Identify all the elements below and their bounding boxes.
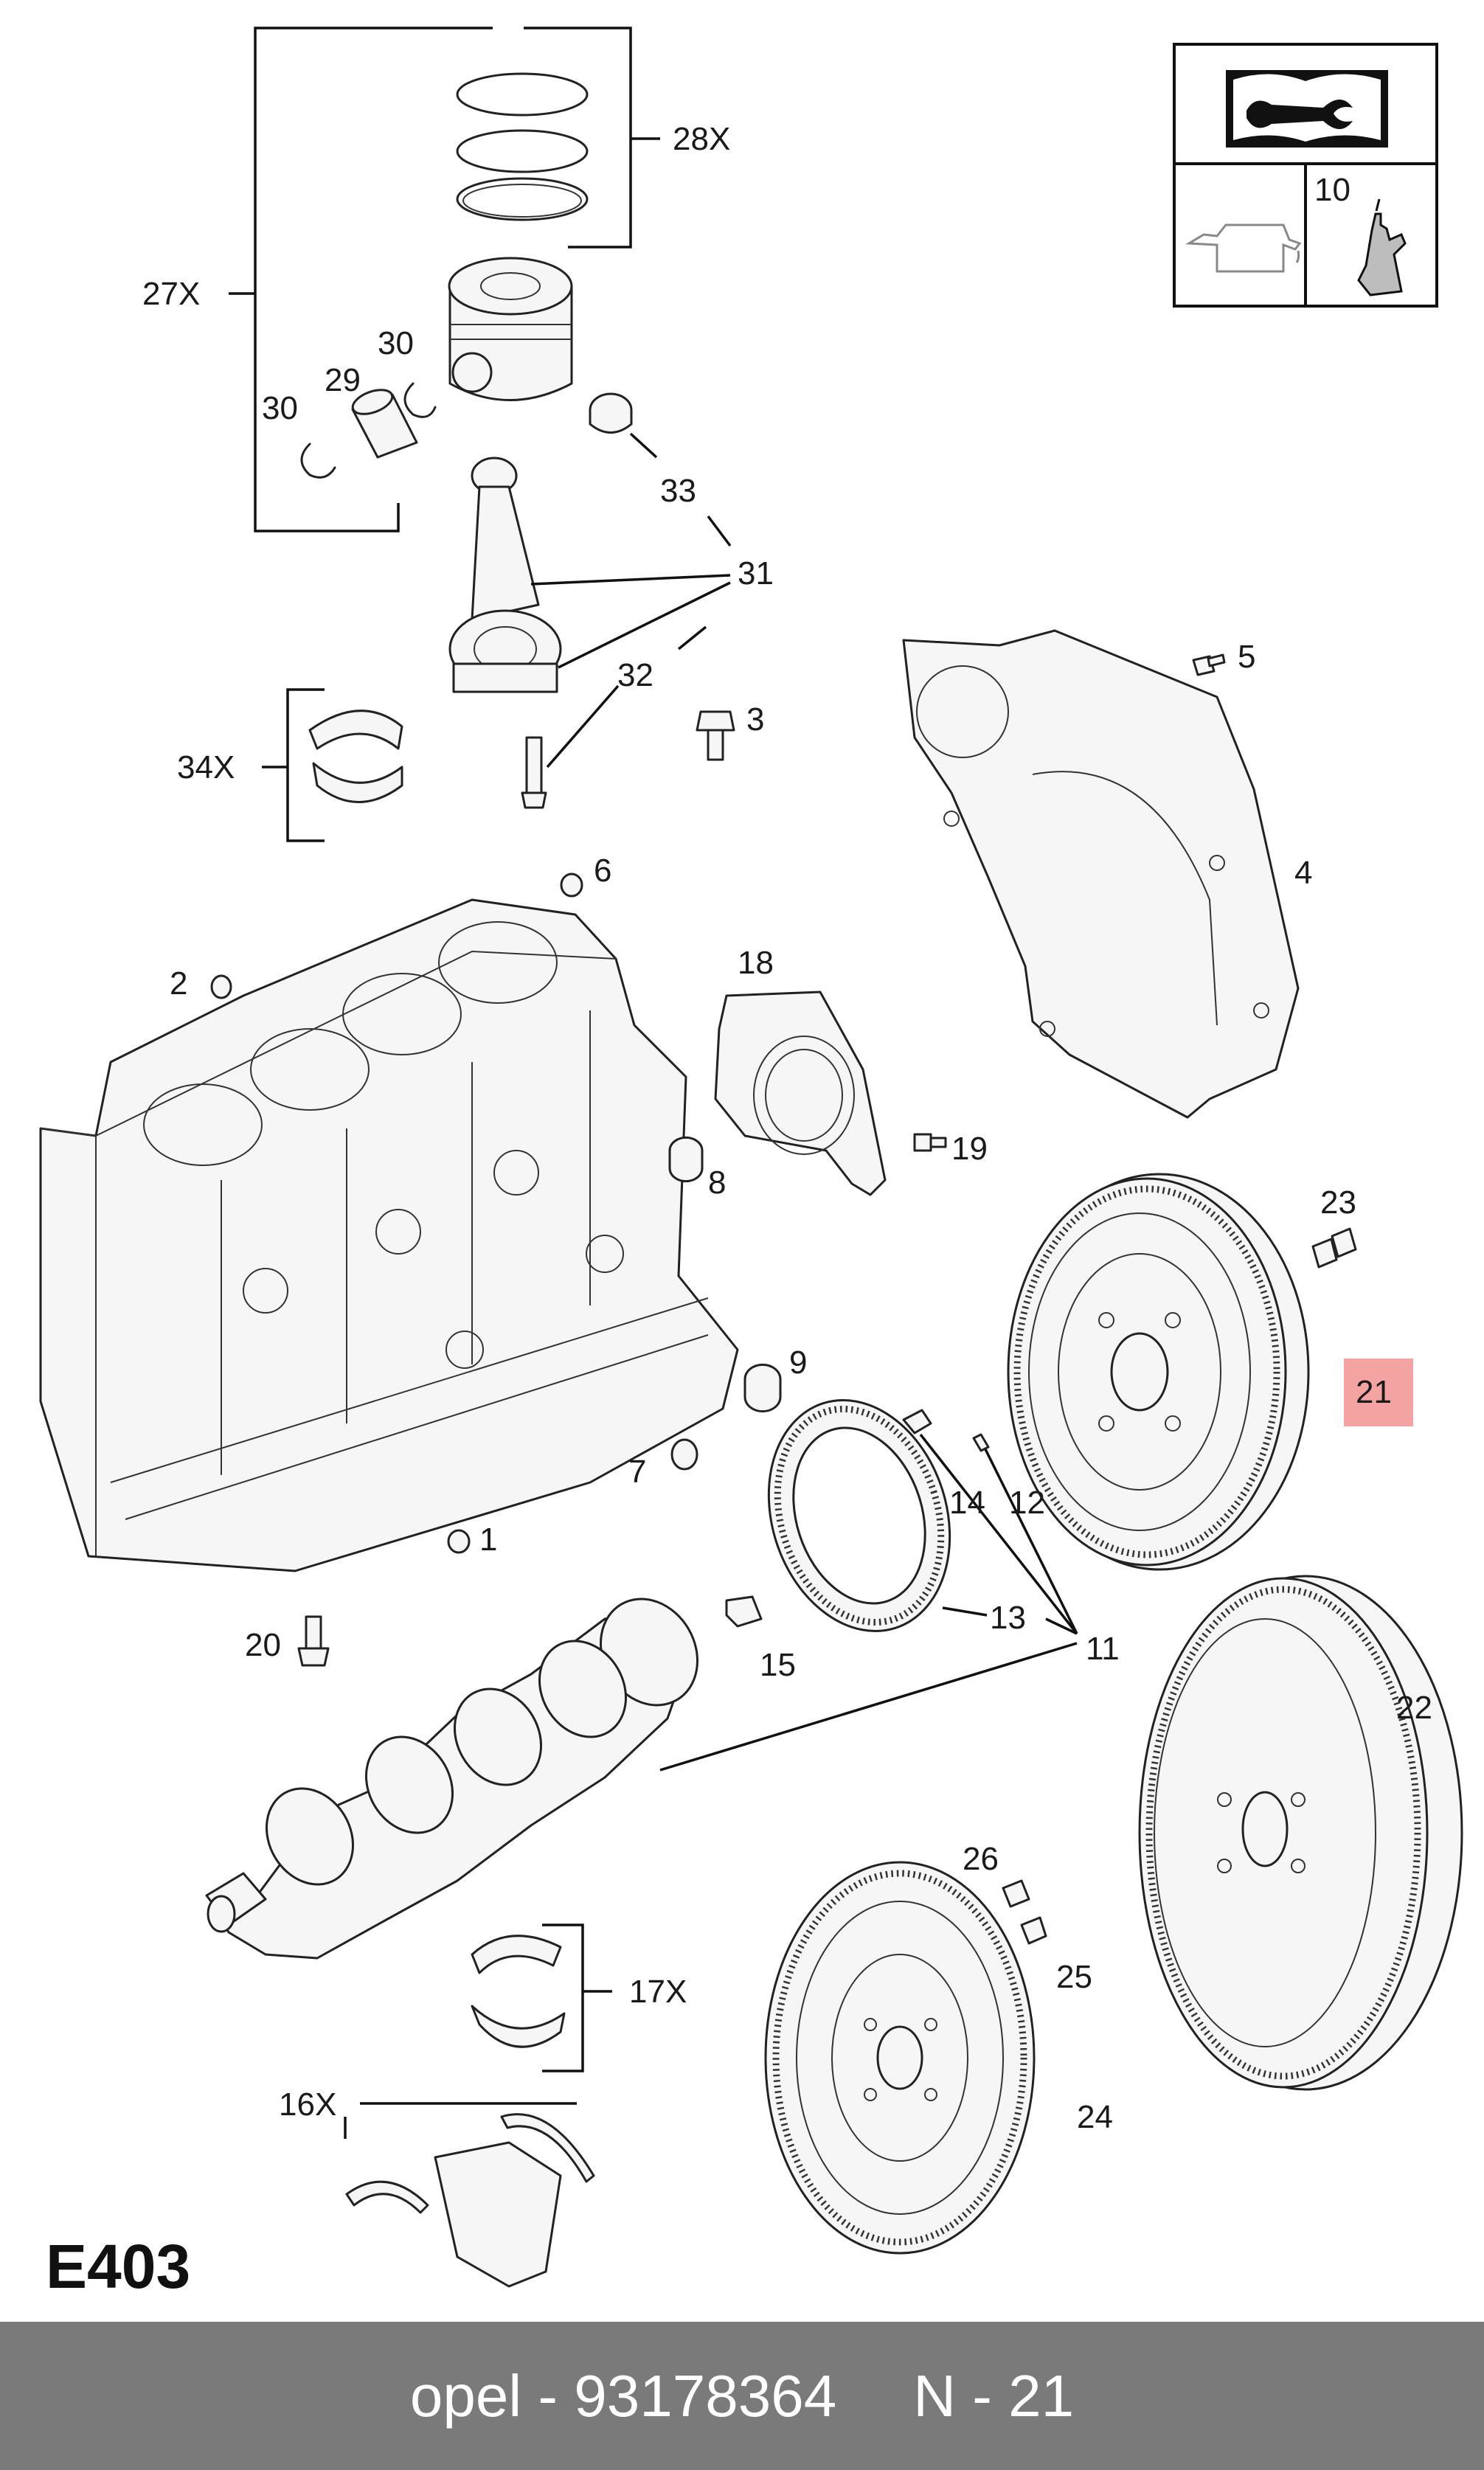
engine-block xyxy=(39,898,739,1572)
nut-15 xyxy=(725,1595,763,1628)
callout-11: 11 xyxy=(1086,1631,1120,1667)
callout-13: 13 xyxy=(990,1600,1026,1636)
flywheel-22 xyxy=(1138,1575,1463,2091)
flywheel-21 xyxy=(1007,1173,1310,1571)
callout-23: 23 xyxy=(1320,1184,1356,1221)
conrod-bolt xyxy=(521,736,547,809)
bolts-14-12 xyxy=(902,1409,990,1452)
callout-1: 1 xyxy=(479,1522,497,1558)
callout-3: 3 xyxy=(746,701,764,738)
adapter-plate xyxy=(902,629,1300,1119)
callout-7: 7 xyxy=(628,1454,646,1490)
diagram-code: E403 xyxy=(46,2232,191,2301)
callout-16: 16X xyxy=(279,2086,336,2123)
callout-8: 8 xyxy=(708,1165,726,1201)
footer-ref: N - 21 xyxy=(913,2362,1075,2429)
bolts-25-26 xyxy=(1002,1879,1047,1945)
callout-27: 27X xyxy=(142,276,200,312)
bolt-19 xyxy=(913,1133,947,1152)
bolt-20 xyxy=(297,1615,330,1667)
callout-4: 4 xyxy=(1294,855,1312,891)
repair-manual-icon xyxy=(1226,70,1388,148)
callout-31: 31 xyxy=(738,555,774,592)
piston-pin-and-clips xyxy=(300,382,437,479)
callout-6: 6 xyxy=(594,853,611,889)
callout-30-b: 30 xyxy=(262,390,298,426)
thrust-washers-16 xyxy=(344,2102,595,2288)
reluctor-ring xyxy=(767,1399,951,1632)
callout-30-a: 30 xyxy=(378,325,414,361)
callout-2: 2 xyxy=(170,965,187,1002)
callout-28: 28X xyxy=(673,121,730,157)
flywheel-24 xyxy=(764,1861,1036,2255)
leader-lines-top xyxy=(530,432,732,769)
highlight-box-21 xyxy=(1344,1359,1413,1426)
piston-rings xyxy=(456,72,589,221)
callout-33: 33 xyxy=(660,473,696,509)
callout-19: 19 xyxy=(951,1131,988,1167)
callout-17: 17X xyxy=(629,1974,687,2010)
main-bearing-17 xyxy=(471,1923,612,2072)
bolt-5 xyxy=(1192,653,1226,676)
piston xyxy=(448,257,573,401)
callout-14: 14 xyxy=(949,1485,985,1521)
crankshaft xyxy=(205,1597,698,1960)
callout-18: 18 xyxy=(738,945,774,981)
conrod-bearing-set xyxy=(262,688,403,842)
callout-9: 9 xyxy=(789,1345,807,1381)
connecting-rod xyxy=(448,457,562,693)
footer-brand-part: opel - 93178364 xyxy=(409,2362,837,2429)
callout-5: 5 xyxy=(1238,639,1255,675)
leader-lines-lower xyxy=(659,1433,1078,1772)
sealant-tube-icon xyxy=(1357,198,1407,296)
bolt-3 xyxy=(696,710,735,761)
small-end-bushing xyxy=(589,392,633,434)
rear-seal-housing xyxy=(714,991,887,1196)
callout-15: 15 xyxy=(760,1647,796,1683)
callout-25: 25 xyxy=(1056,1959,1092,1995)
callout-20: 20 xyxy=(245,1627,281,1663)
callout-22: 22 xyxy=(1396,1690,1432,1726)
callout-labels: 1 2 3 4 5 6 7 8 9 11 12 13 14 15 16X 17X… xyxy=(142,121,1432,2135)
callout-21: 21 xyxy=(1356,1374,1392,1410)
footer-bar: opel - 93178364 N - 21 xyxy=(0,2322,1484,2470)
legend-number: 10 xyxy=(1314,172,1350,208)
callout-34: 34X xyxy=(177,749,235,785)
bolt-23 xyxy=(1311,1227,1357,1269)
oil-can-icon xyxy=(1185,223,1302,273)
piston-group-bracket xyxy=(229,27,660,532)
callout-24: 24 xyxy=(1077,2099,1113,2135)
small-parts-block xyxy=(210,873,782,1554)
callout-32: 32 xyxy=(617,657,653,693)
legend-box: 10 xyxy=(1173,43,1438,308)
callout-12: 12 xyxy=(1009,1485,1045,1521)
callout-26: 26 xyxy=(963,1841,999,1877)
callout-29: 29 xyxy=(325,362,361,398)
